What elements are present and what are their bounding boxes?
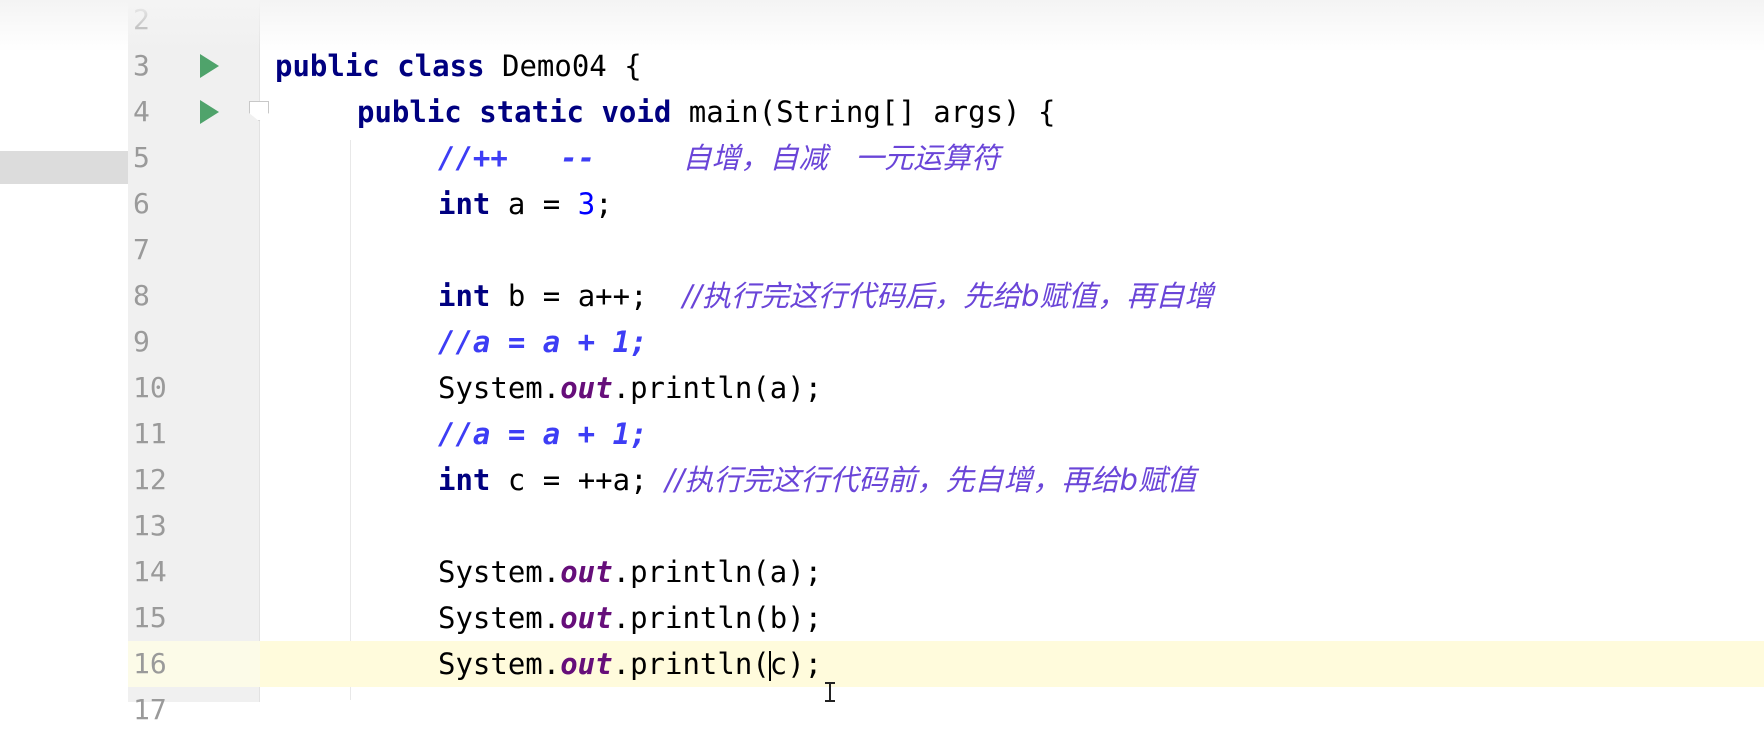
code-text[interactable]: int c = ++a; //执行完这行代码前，先自增，再给b赋值 (438, 457, 1196, 503)
comment: //a = a + 1; (438, 417, 648, 451)
keyword: int (438, 187, 491, 221)
code-text[interactable]: public static void main(String[] args) { (357, 89, 1055, 135)
static-field: out (560, 555, 613, 589)
code-fragment: Demo04 { (484, 49, 642, 83)
code-line-4[interactable]: 4 public static void main(String[] args)… (0, 89, 1764, 135)
code-fragment: .println(a); (612, 371, 823, 405)
line-number[interactable]: 11 (133, 417, 167, 450)
code-line-5[interactable]: 5 //++ -- 自增，自减 一元运算符 (0, 135, 1764, 181)
mouse-ibeam-cursor-icon (825, 682, 835, 702)
line-number[interactable]: 10 (133, 371, 167, 404)
editor-gutter[interactable] (128, 0, 260, 702)
static-field: out (560, 371, 613, 405)
code-fragment: main(String[] args) { (671, 95, 1056, 129)
code-fragment: System. (438, 371, 561, 405)
code-editor-area[interactable] (260, 0, 1764, 702)
code-line-6[interactable]: 6 int a = 3; (0, 181, 1764, 227)
code-text[interactable]: System.out.println(c); (438, 641, 822, 687)
text-caret (768, 651, 771, 681)
line-number[interactable]: 14 (133, 555, 167, 588)
code-fragment: a = (490, 187, 578, 221)
number-literal: 3 (577, 187, 596, 221)
code-line-9[interactable]: 9 //a = a + 1; (0, 319, 1764, 365)
code-text[interactable]: int b = a++; //执行完这行代码后，先给b赋值，再自增 (438, 273, 1213, 319)
spacer (595, 141, 682, 175)
comment: //a = a + 1; (438, 325, 648, 359)
current-line-highlight (260, 641, 1764, 687)
code-line-15[interactable]: 15 System.out.println(b); (0, 595, 1764, 641)
code-fragment: c); (769, 647, 823, 681)
code-fragment: ; (595, 187, 613, 221)
static-field: out (560, 601, 613, 635)
keyword: public (357, 95, 462, 129)
code-text[interactable]: System.out.println(a); (438, 549, 822, 595)
line-number[interactable]: 17 (133, 693, 167, 726)
line-number[interactable]: 15 (133, 601, 167, 634)
code-line-16[interactable]: 16 System.out.println(c); (0, 641, 1764, 687)
code-text[interactable]: public class Demo04 { (275, 43, 642, 89)
keyword: int (438, 279, 491, 313)
code-line-3[interactable]: 3 public class Demo04 { (0, 43, 1764, 89)
code-line-10[interactable]: 10 System.out.println(a); (0, 365, 1764, 411)
line-number[interactable]: 6 (133, 187, 150, 220)
line-number[interactable]: 4 (133, 95, 150, 128)
line-number[interactable]: 2 (133, 3, 150, 36)
line-number[interactable]: 16 (133, 647, 167, 680)
comment: //++ -- (438, 141, 596, 175)
project-panel-edge (0, 0, 128, 702)
code-fragment: System. (438, 601, 561, 635)
keyword: static (479, 95, 584, 129)
code-fragment: .println( (612, 647, 770, 681)
static-field: out (560, 647, 613, 681)
code-text[interactable]: //a = a + 1; (438, 411, 648, 457)
code-line-2[interactable]: 2 (0, 0, 1764, 43)
line-number[interactable]: 9 (133, 325, 150, 358)
keyword: class (397, 49, 485, 83)
keyword: void (601, 95, 672, 129)
code-fragment: System. (438, 555, 561, 589)
code-line-14[interactable]: 14 System.out.println(a); (0, 549, 1764, 595)
code-fragment: System. (438, 647, 561, 681)
code-line-17[interactable]: 17 (0, 687, 1764, 733)
code-fragment: .println(b); (612, 601, 823, 635)
code-line-11[interactable]: 11 //a = a + 1; (0, 411, 1764, 457)
fold-marker-icon[interactable] (249, 101, 269, 121)
code-fragment: b = a++; (490, 279, 683, 313)
code-line-7[interactable]: 7 (0, 227, 1764, 273)
comment: //执行完这行代码后，先给b赋值，再自增 (682, 279, 1214, 313)
keyword: int (438, 463, 491, 497)
line-number[interactable]: 8 (133, 279, 150, 312)
line-number[interactable]: 3 (133, 49, 150, 82)
comment: 自增，自减 一元运算符 (682, 141, 1001, 175)
run-class-icon[interactable] (200, 54, 219, 78)
run-main-icon[interactable] (200, 100, 219, 124)
code-line-8[interactable]: 8 int b = a++; //执行完这行代码后，先给b赋值，再自增 (0, 273, 1764, 319)
code-text[interactable]: //++ -- 自增，自减 一元运算符 (438, 135, 1000, 181)
indent-guide (350, 140, 351, 700)
code-line-13[interactable]: 13 (0, 503, 1764, 549)
code-text[interactable]: int a = 3; (438, 181, 613, 227)
code-text[interactable]: //a = a + 1; (438, 319, 648, 365)
project-panel-selected-row[interactable] (0, 151, 128, 184)
line-number[interactable]: 5 (133, 141, 150, 174)
line-number[interactable]: 7 (133, 233, 150, 266)
keyword: public (275, 49, 380, 83)
line-number[interactable]: 13 (133, 509, 167, 542)
code-fragment: .println(a); (612, 555, 823, 589)
code-fragment: c = ++a; (490, 463, 665, 497)
code-text[interactable]: System.out.println(b); (438, 595, 822, 641)
line-number[interactable]: 12 (133, 463, 167, 496)
code-text[interactable]: System.out.println(a); (438, 365, 822, 411)
code-line-12[interactable]: 12 int c = ++a; //执行完这行代码前，先自增，再给b赋值 (0, 457, 1764, 503)
comment: //执行完这行代码前，先自增，再给b赋值 (665, 463, 1196, 497)
